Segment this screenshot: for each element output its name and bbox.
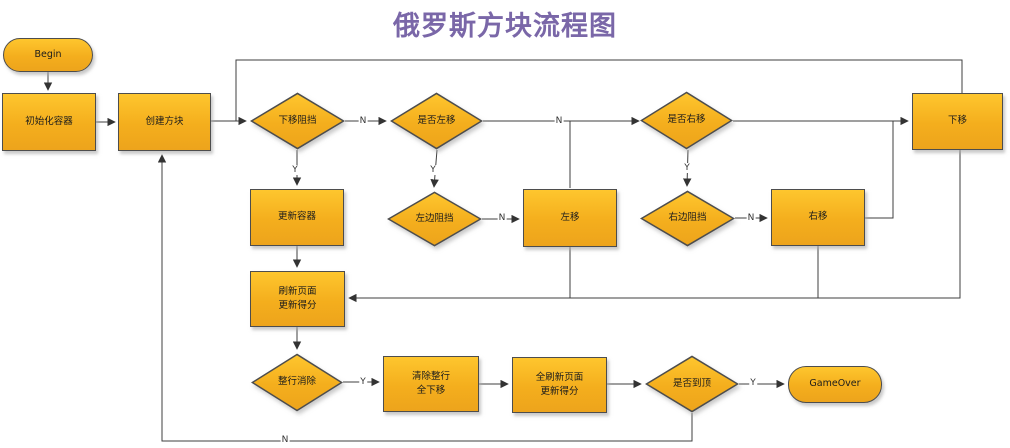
edge-label-down-blocked-yes: Y — [291, 165, 299, 175]
edge-moveright-join-movedown — [865, 121, 894, 219]
node-refresh-score-label: 刷新页面 — [278, 285, 317, 297]
node-full-refresh: 全刷新页面 更新得分 — [512, 357, 607, 413]
decision-right-blocked: 右边阻挡 — [640, 190, 735, 247]
node-move-right: 右移 — [771, 189, 865, 246]
decision-ask-move-right-label: 是否右移 — [667, 114, 706, 126]
decision-ask-move-left: 是否左移 — [390, 92, 483, 150]
edge-label-right-blocked-no: N — [746, 213, 756, 223]
node-clear-rows: 清除整行 全下移 — [383, 356, 479, 412]
node-move-down: 下移 — [912, 93, 1003, 150]
decision-ask-top-label: 是否到顶 — [672, 377, 711, 389]
edge-label-ask-top-yes: Y — [749, 378, 757, 388]
decision-right-blocked-label: 右边阻挡 — [668, 212, 707, 224]
node-move-down-label: 下移 — [947, 115, 967, 127]
decision-ask-move-right: 是否右移 — [640, 91, 733, 150]
node-game-over: GameOver — [788, 366, 882, 403]
edge-label-full-row-clear-yes: Y — [359, 377, 367, 387]
diamond-shape — [645, 355, 739, 413]
node-clear-rows-label: 清除整行 — [411, 370, 450, 382]
decision-ask-top: 是否到顶 — [645, 355, 739, 413]
node-begin: Begin — [3, 38, 93, 72]
decision-full-row-clear: 整行消除 — [251, 353, 343, 412]
node-init-container-label: 初始化容器 — [25, 115, 73, 127]
node-refresh-score: 刷新页面 更新得分 — [250, 271, 345, 327]
edge-label-left-blocked-no: N — [497, 213, 507, 223]
node-init-container: 初始化容器 — [2, 93, 96, 151]
diamond-shape — [250, 92, 345, 150]
node-move-left: 左移 — [523, 189, 617, 247]
node-begin-label: Begin — [34, 48, 62, 60]
edge-movedown-loop-top — [235, 59, 963, 121]
decision-full-row-clear-label: 整行消除 — [277, 376, 316, 388]
edge-label-ask-move-left-no: N — [554, 116, 564, 126]
decision-left-blocked: 左边阻挡 — [387, 191, 482, 247]
diamond-shape — [390, 92, 483, 150]
edge-label-ask-move-right-yes: Y — [683, 163, 691, 173]
edge-label-ask-top-no: N — [280, 435, 290, 445]
node-create-block: 创建方块 — [118, 93, 211, 151]
edge-label-ask-move-left-yes: Y — [429, 165, 437, 175]
page-title: 俄罗斯方块流程图 — [393, 11, 617, 42]
diamond-shape — [387, 191, 482, 247]
decision-down-blocked: 下移阻挡 — [250, 92, 345, 150]
edge-label-down-blocked-no: N — [358, 116, 368, 126]
edge-movedown-refresh — [348, 150, 961, 303]
node-update-container-label: 更新容器 — [277, 211, 316, 223]
node-move-right-label: 右移 — [808, 211, 828, 223]
diamond-shape — [640, 190, 735, 247]
node-full-refresh-label2: 更新得分 — [540, 386, 579, 397]
node-refresh-score-label2: 更新得分 — [278, 300, 317, 311]
decision-ask-move-left-label: 是否左移 — [417, 114, 456, 126]
edge-asktop-loop-create — [157, 154, 693, 442]
node-full-refresh-label: 全刷新页面 — [535, 371, 584, 383]
node-create-block-label: 创建方块 — [145, 115, 184, 127]
node-game-over-label: GameOver — [809, 378, 861, 390]
diamond-shape — [251, 353, 343, 412]
node-move-left-label: 左移 — [560, 211, 580, 223]
decision-left-blocked-label: 左边阻挡 — [415, 212, 454, 224]
decision-down-blocked-label: 下移阻挡 — [278, 114, 317, 126]
node-clear-rows-label2: 全下移 — [416, 385, 446, 396]
diamond-shape — [640, 91, 733, 150]
node-update-container: 更新容器 — [250, 189, 344, 246]
